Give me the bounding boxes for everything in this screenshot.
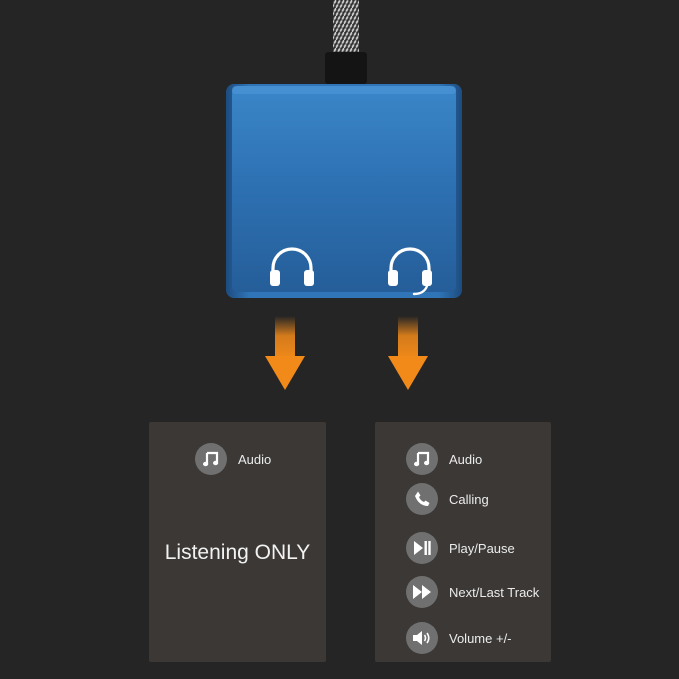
right-feature-play-pause: Play/Pause bbox=[406, 532, 515, 564]
full-function-panel bbox=[375, 422, 551, 662]
feature-label: Volume +/- bbox=[449, 630, 512, 646]
play-pause-icon bbox=[406, 532, 438, 564]
arrow-right bbox=[388, 316, 428, 390]
arrow-left bbox=[265, 316, 305, 390]
braided-cable bbox=[325, 0, 367, 84]
right-feature-volume: Volume +/- bbox=[406, 622, 512, 654]
right-feature-calling: Calling bbox=[406, 483, 489, 515]
music-note-icon bbox=[406, 443, 438, 475]
fast-forward-icon bbox=[406, 576, 438, 608]
headphones-icon bbox=[270, 247, 314, 286]
device-illustration bbox=[226, 0, 462, 390]
phone-icon bbox=[406, 483, 438, 515]
listening-only-panel bbox=[149, 422, 326, 662]
speaker-icon bbox=[406, 622, 438, 654]
right-feature-next-last: Next/Last Track bbox=[406, 576, 539, 608]
music-note-icon bbox=[195, 443, 227, 475]
right-feature-audio: Audio bbox=[406, 443, 482, 475]
listening-only-text: Listening ONLY bbox=[164, 541, 311, 564]
headset-mic-icon bbox=[388, 247, 432, 296]
feature-label: Next/Last Track bbox=[449, 584, 540, 600]
feature-label: Audio bbox=[238, 451, 272, 467]
adapter-body bbox=[226, 84, 462, 298]
left-feature-audio: Audio bbox=[195, 443, 271, 475]
feature-label: Calling bbox=[449, 491, 489, 507]
feature-label: Audio bbox=[449, 451, 483, 467]
feature-label: Play/Pause bbox=[449, 540, 515, 556]
